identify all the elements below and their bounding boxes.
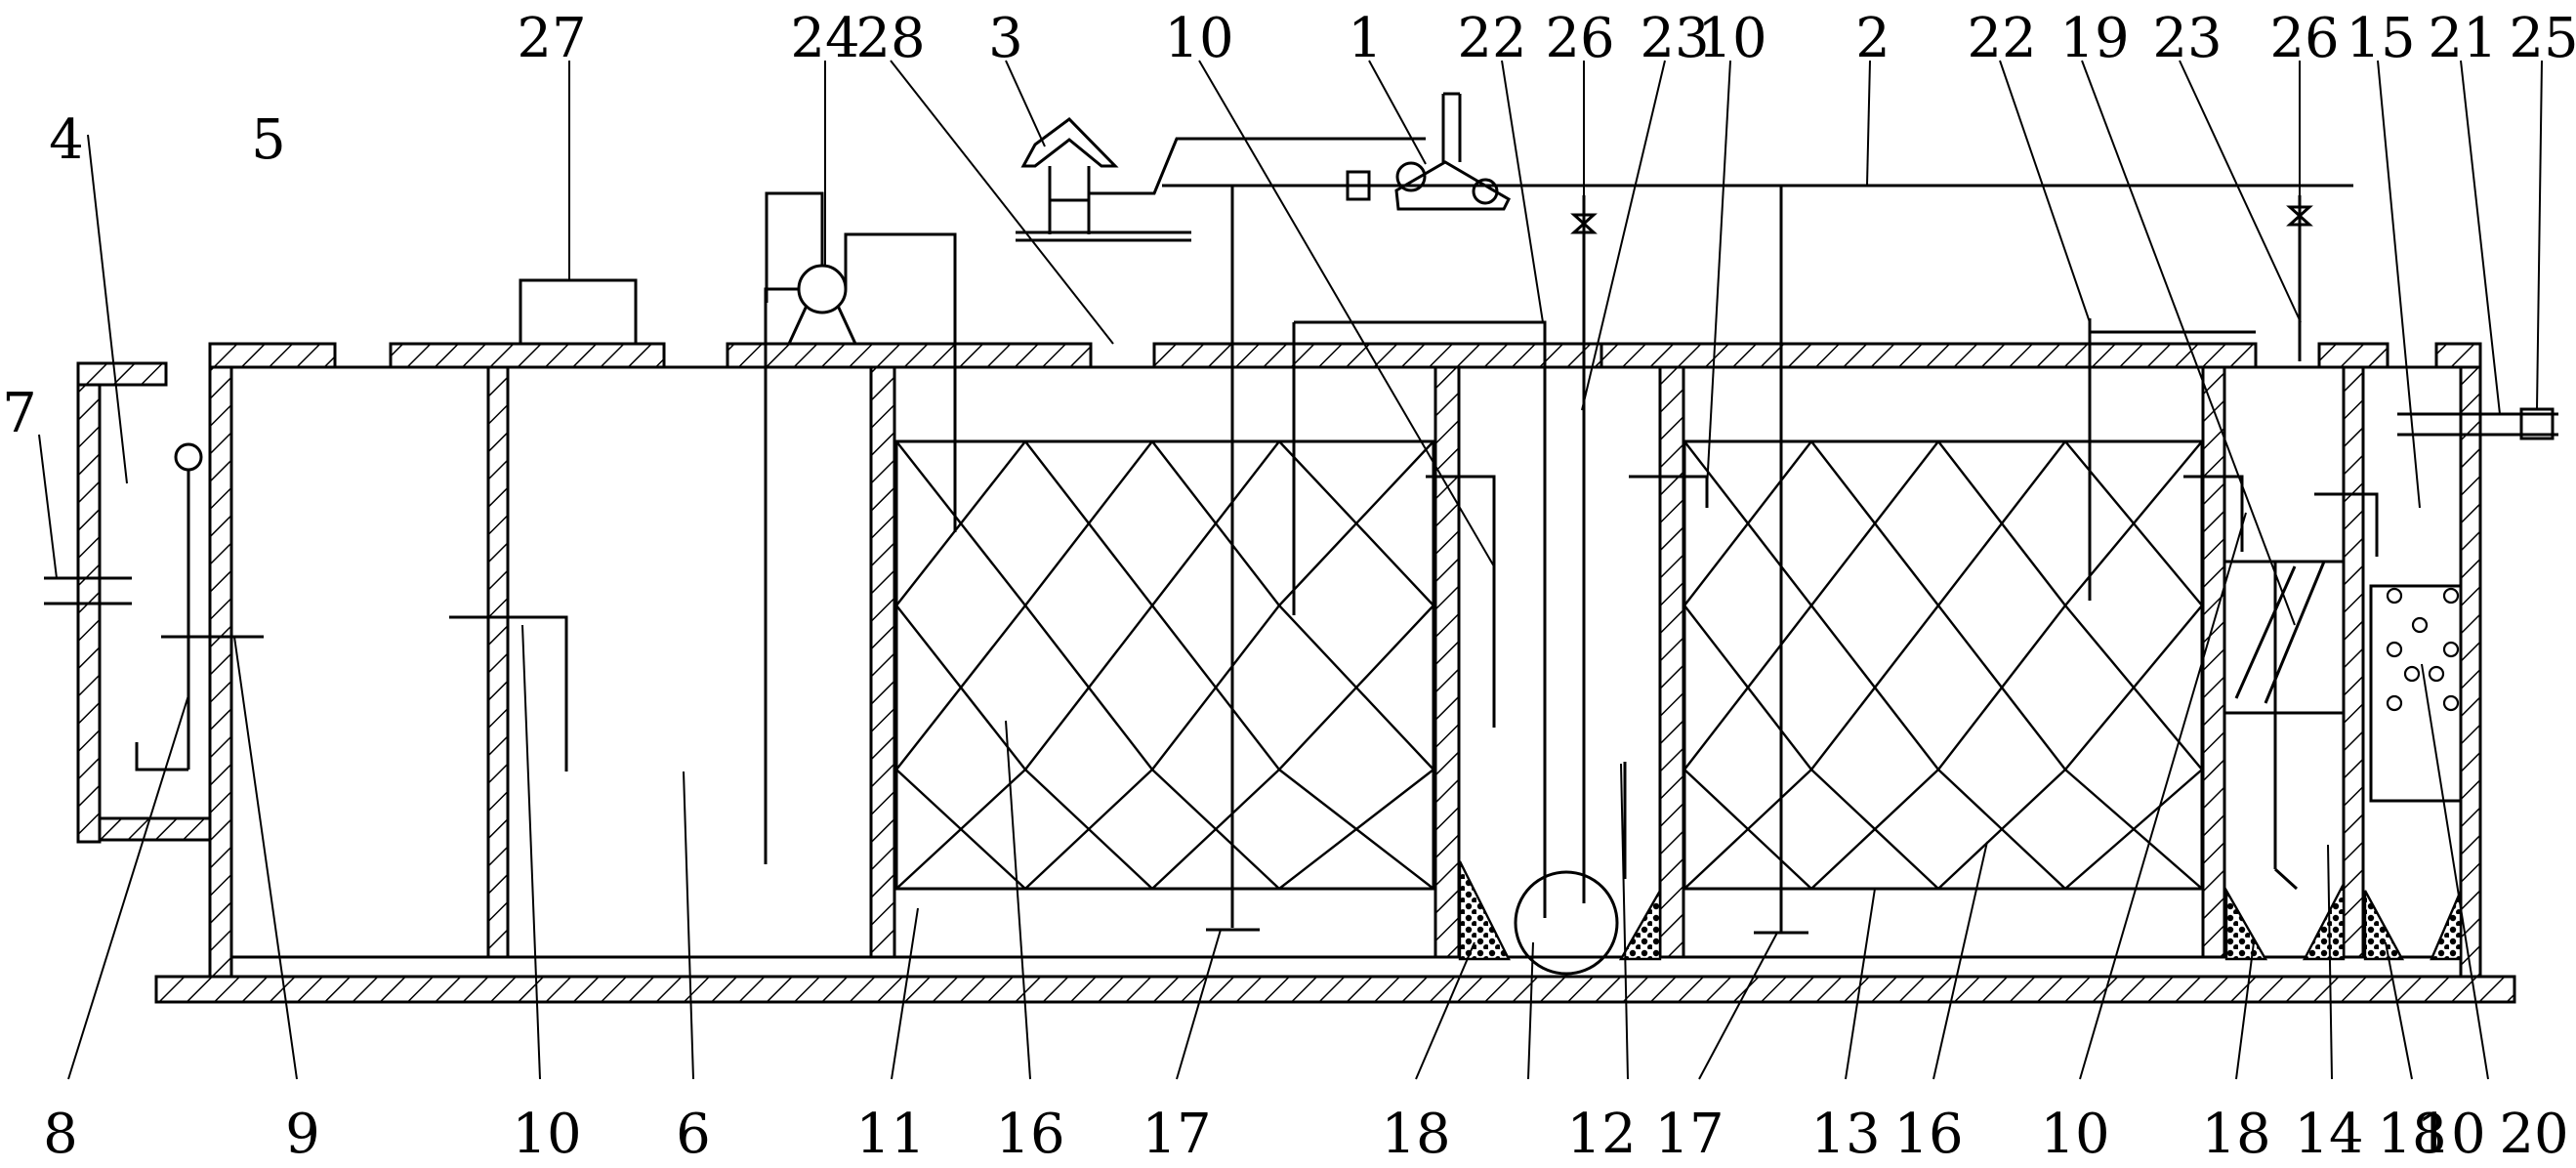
label-top-2: 28 [855, 7, 925, 70]
label-left-1: 5 [251, 108, 286, 172]
label-top-4: 10 [1164, 7, 1233, 70]
partition-6-11 [869, 365, 896, 959]
label-top-3: 3 [988, 7, 1023, 70]
label-bottom-4: 11 [855, 1103, 925, 1163]
partition-13-14 [2201, 365, 2226, 959]
inlet-bottom-cap [98, 816, 212, 842]
label-bottom-14: 14 [2294, 1103, 2363, 1163]
equipment-27 [519, 278, 638, 346]
label-top-10: 2 [1855, 7, 1890, 70]
label-bottom-13: 18 [2201, 1103, 2270, 1163]
partition-5-6 [486, 365, 510, 959]
top-slab-7 [2434, 342, 2482, 369]
left-outer-wall [208, 342, 233, 979]
label-bottom-5: 16 [995, 1103, 1064, 1163]
base-slab [154, 975, 2516, 1004]
top-slab-3 [726, 342, 1093, 369]
top-slab-5 [1600, 342, 2258, 369]
label-top-17: 25 [2509, 7, 2576, 70]
top-slab-4 [1152, 342, 1605, 369]
label-bottom-16: 10 [2416, 1103, 2485, 1163]
label-bottom-0: 8 [43, 1103, 78, 1163]
pump-ball [1514, 870, 1619, 976]
label-top-8: 23 [1640, 7, 1709, 70]
label-bottom-11: 16 [1893, 1103, 1963, 1163]
label-top-6: 22 [1457, 7, 1526, 70]
label-top-12: 19 [2059, 7, 2129, 70]
filter-media [895, 440, 2203, 890]
label-bottom-7: 18 [1381, 1103, 1450, 1163]
label-bottom-8: 12 [1566, 1103, 1636, 1163]
label-top-14: 26 [2269, 7, 2339, 70]
partition-11-12 [1433, 365, 1461, 959]
label-bottom-2: 10 [512, 1103, 581, 1163]
label-left-0: 4 [49, 108, 84, 172]
label-top-9: 10 [1697, 7, 1766, 70]
diffuser-holes [2386, 587, 2460, 712]
label-bottom-10: 13 [1810, 1103, 1880, 1163]
label-bottom-1: 9 [285, 1103, 320, 1163]
gravel-support [1458, 860, 2463, 961]
partition-14-15 [2342, 365, 2365, 959]
label-top-15: 15 [2346, 7, 2415, 70]
right-outer-wall [2459, 342, 2482, 979]
top-slab-1 [208, 342, 337, 369]
label-top-11: 22 [1967, 7, 2036, 70]
label-left-2: 7 [2, 382, 37, 445]
label-bottom-9: 17 [1654, 1103, 1724, 1163]
top-slab-2 [389, 342, 666, 369]
label-top-7: 26 [1545, 7, 1614, 70]
leader-lines [38, 60, 2543, 1080]
top-slab-6 [2317, 342, 2389, 369]
label-top-1: 24 [790, 7, 859, 70]
label-bottom-6: 17 [1142, 1103, 1211, 1163]
label-top-13: 23 [2152, 7, 2222, 70]
label-top-16: 21 [2428, 7, 2497, 70]
label-top-5: 1 [1348, 7, 1383, 70]
label-top-0: 27 [517, 7, 586, 70]
label-bottom-3: 6 [676, 1103, 711, 1163]
inlet-top-cap [76, 361, 168, 387]
label-bottom-12: 10 [2040, 1103, 2109, 1163]
label-bottom-17: 20 [2499, 1103, 2568, 1163]
partition-12-13 [1658, 365, 1685, 959]
label-bottom-15: 18 [2377, 1103, 2446, 1163]
